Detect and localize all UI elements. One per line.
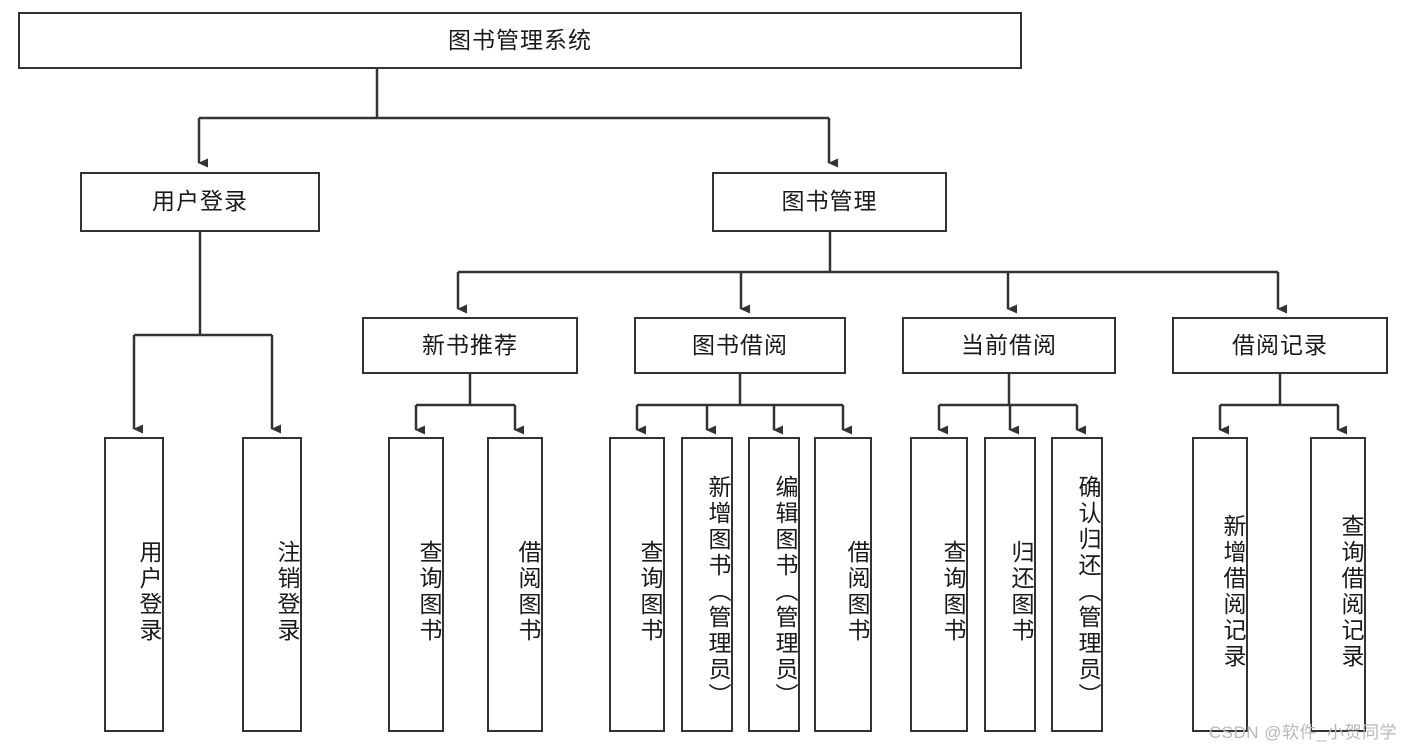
node-leaf-return-book[interactable]: 归还图书 [984,437,1036,732]
node-new-book-recommend[interactable]: 新书推荐 [362,317,578,374]
node-label: 归还图书 [1008,539,1034,644]
node-book-borrow[interactable]: 图书借阅 [634,317,846,374]
node-label: 查询图书 [940,539,966,644]
node-label: 用户登录 [136,539,162,644]
node-label: 新书推荐 [422,331,518,358]
node-root-system[interactable]: 图书管理系统 [18,12,1022,69]
node-leaf-query-borrow-record[interactable]: 查询借阅记录 [1310,437,1366,732]
node-label: 查询图书 [637,539,663,644]
node-label: 新增图书（管理员） [705,474,731,709]
node-leaf-confirm-return-admin[interactable]: 确认归还（管理员） [1051,437,1103,732]
node-user-login[interactable]: 用户登录 [80,172,320,232]
watermark-text: CSDN @软件_小贺同学 [1208,723,1397,742]
node-leaf-borrow-book-newbook[interactable]: 借阅图书 [487,437,543,732]
node-borrow-record[interactable]: 借阅记录 [1172,317,1388,374]
node-leaf-add-book-admin[interactable]: 新增图书（管理员） [681,437,733,732]
node-leaf-query-book-current[interactable]: 查询图书 [910,437,968,732]
node-label: 图书管理系统 [448,26,592,53]
node-label: 查询图书 [416,539,442,644]
node-label: 图书管理 [781,188,878,215]
node-label: 借阅图书 [844,539,870,644]
node-label: 注销登录 [274,539,300,644]
node-label: 借阅图书 [515,539,541,644]
node-leaf-user-login[interactable]: 用户登录 [104,437,164,732]
node-leaf-query-book-borrow[interactable]: 查询图书 [609,437,665,732]
node-label: 编辑图书（管理员） [772,474,798,709]
node-label: 确认归还（管理员） [1075,474,1101,709]
node-label: 借阅记录 [1232,331,1328,358]
node-leaf-add-borrow-record[interactable]: 新增借阅记录 [1192,437,1248,732]
node-leaf-edit-book-admin[interactable]: 编辑图书（管理员） [748,437,800,732]
node-leaf-borrow-book-borrow[interactable]: 借阅图书 [814,437,872,732]
node-label: 图书借阅 [692,331,788,358]
node-label: 用户登录 [152,188,248,215]
node-label: 查询借阅记录 [1338,513,1364,670]
node-label: 新增借阅记录 [1220,513,1246,670]
node-leaf-query-book-newbook[interactable]: 查询图书 [388,437,444,732]
node-label: 当前借阅 [961,331,1057,358]
node-book-management[interactable]: 图书管理 [712,172,947,232]
node-current-borrow[interactable]: 当前借阅 [902,317,1116,374]
node-leaf-logout[interactable]: 注销登录 [242,437,302,732]
